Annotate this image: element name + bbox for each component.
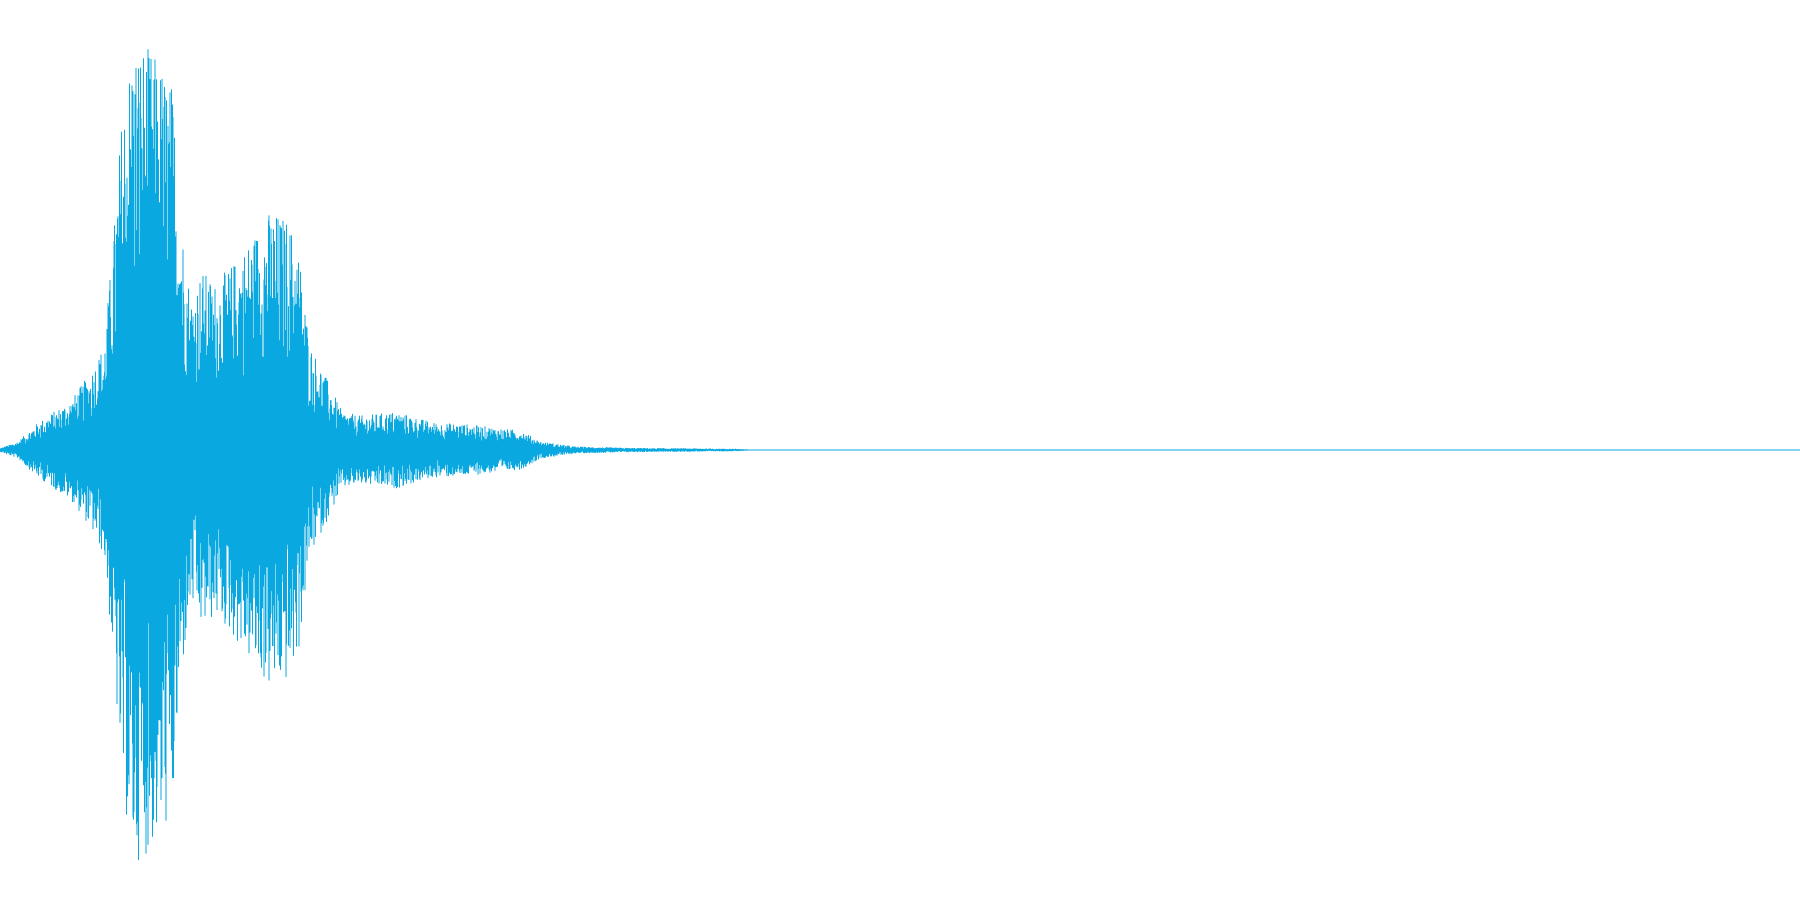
waveform-sample-lines — [0, 49, 756, 861]
waveform-samples — [0, 49, 756, 861]
